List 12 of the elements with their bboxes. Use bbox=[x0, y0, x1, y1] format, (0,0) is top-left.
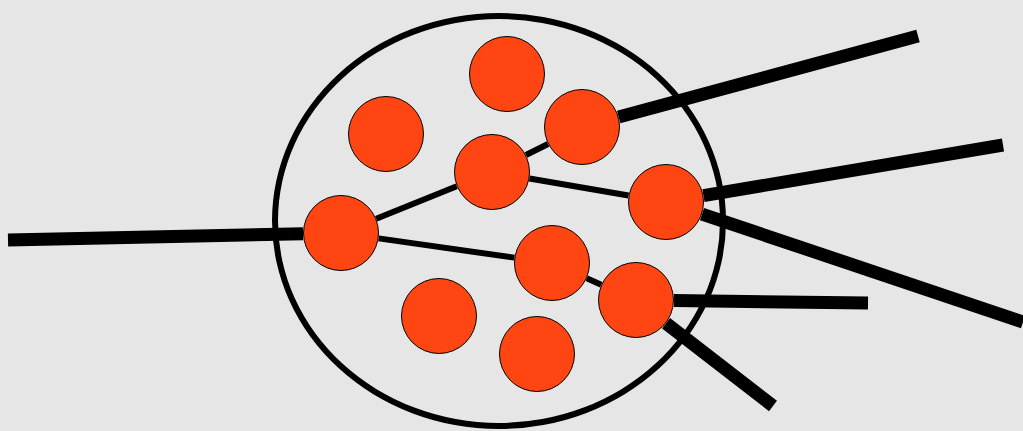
connector-line bbox=[7, 227, 304, 247]
connector-line bbox=[585, 275, 603, 288]
connector-line bbox=[673, 294, 869, 310]
outer-ellipse bbox=[272, 13, 726, 429]
connector-line bbox=[616, 29, 920, 124]
connector-line bbox=[528, 175, 630, 199]
connector-line bbox=[662, 318, 777, 412]
connector-line bbox=[699, 207, 1023, 329]
connector-line bbox=[378, 235, 515, 261]
connector-line bbox=[524, 141, 550, 158]
connector-line bbox=[702, 138, 1005, 203]
connector-line bbox=[375, 183, 458, 222]
